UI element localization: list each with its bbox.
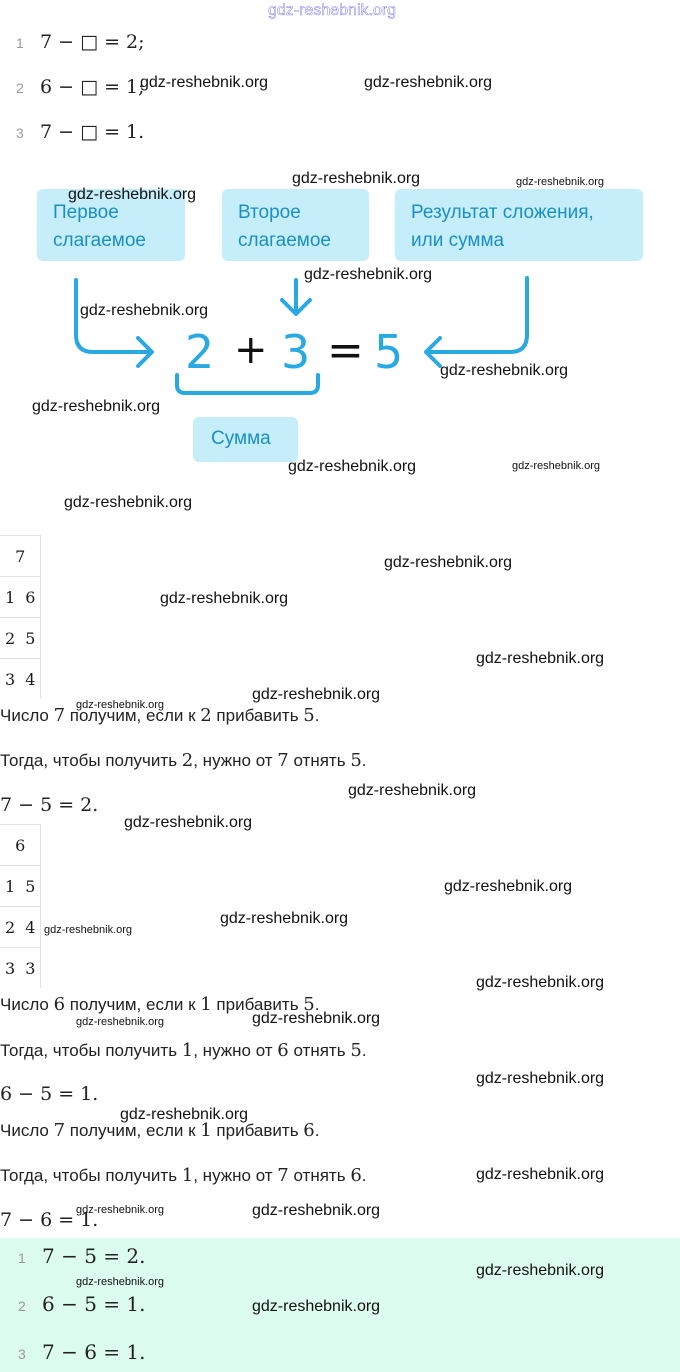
watermark: gdz-reshebnik.org — [68, 186, 197, 203]
equation-plus: + — [234, 327, 268, 373]
task-number: 1 — [16, 35, 24, 51]
task-number: 3 — [16, 125, 24, 141]
equation-second-addend: 3 — [281, 325, 311, 379]
label-first-addend: Первое слагаемое — [37, 189, 185, 261]
solution-result: 7 − 6 = 1. — [0, 1209, 99, 1231]
watermark: gdz-reshebnik.org — [32, 398, 161, 415]
watermark: gdz-reshebnik.org — [80, 302, 209, 319]
watermark: gdz-reshebnik.org — [516, 176, 605, 188]
arrow-sum — [426, 276, 529, 354]
task-expression: 6 − □ = 1; — [40, 76, 145, 98]
explanation-line: Число 7 получим, если к 2 прибавить 5. — [0, 705, 320, 726]
arrowhead-sum — [424, 336, 442, 368]
answer-number: 3 — [18, 1346, 26, 1362]
addition-diagram: Первое слагаемое Второе слагаемое Резуль… — [0, 185, 680, 475]
watermark: gdz-reshebnik.org — [512, 460, 601, 472]
answer-expression: 7 − 6 = 1. — [42, 1340, 146, 1364]
watermark: gdz-reshebnik.org — [476, 1166, 605, 1183]
watermark: gdz-reshebnik.org — [44, 924, 133, 936]
solution-result: 6 − 5 = 1. — [0, 1083, 99, 1105]
watermark: gdz-reshebnik.org — [384, 554, 513, 571]
task-expression: 7 − □ = 2; — [40, 31, 145, 53]
watermark: gdz-reshebnik.org — [476, 650, 605, 667]
table-header: 6 — [0, 824, 42, 866]
label-sum-result: Результат сложения, или сумма — [395, 189, 643, 261]
watermark: gdz-reshebnik.org — [76, 1016, 165, 1028]
watermark: gdz-reshebnik.org — [476, 1262, 605, 1279]
diagram-arrows — [74, 276, 529, 395]
watermark: gdz-reshebnik.org — [440, 362, 569, 379]
watermark: gdz-reshebnik.org — [252, 1298, 381, 1315]
arrowhead-second — [280, 298, 312, 316]
answer-number: 1 — [18, 1250, 26, 1266]
watermark: gdz-reshebnik.org — [64, 494, 193, 511]
watermark: gdz-reshebnik.org — [76, 1204, 165, 1216]
watermark: gdz-reshebnik.org — [140, 74, 269, 91]
watermark: gdz-reshebnik.org — [252, 1202, 381, 1219]
label-second-addend: Второе слагаемое — [222, 189, 369, 261]
answer-expression: 7 − 5 = 2. — [42, 1244, 146, 1268]
watermark: gdz-reshebnik.org — [476, 1070, 605, 1087]
explanation-line: Тогда, чтобы получить 2, нужно от 7 отня… — [0, 750, 367, 771]
table-header: 7 — [0, 535, 42, 577]
answer-block: 1 7 − 5 = 2. 2 6 − 5 = 1. 3 7 − 6 = 1. — [0, 1238, 680, 1372]
equation-equals: = — [327, 325, 364, 376]
watermark: gdz-reshebnik.org — [252, 686, 381, 703]
explanation-line: Тогда, чтобы получить 1, нужно от 6 отня… — [0, 1040, 367, 1061]
watermark: gdz-reshebnik.org — [76, 699, 165, 711]
watermark: gdz-reshebnik.org — [364, 74, 493, 91]
watermark: gdz-reshebnik.org — [304, 266, 433, 283]
watermark: gdz-reshebnik.org — [252, 1010, 381, 1027]
watermark: gdz-reshebnik.org — [476, 974, 605, 991]
watermark: gdz-reshebnik.org — [444, 878, 573, 895]
equation-sum: 5 — [374, 325, 404, 379]
watermark: gdz-reshebnik.org — [76, 1276, 165, 1288]
watermark: gdz-reshebnik.org — [292, 170, 421, 187]
answer-number: 2 — [18, 1298, 26, 1314]
watermark: gdz-reshebnik.org — [220, 910, 349, 927]
arrowhead-first — [136, 336, 154, 368]
label-sum: Сумма — [193, 417, 298, 462]
solution-result: 7 − 5 = 2. — [0, 794, 99, 816]
watermark: gdz-reshebnik.org — [268, 2, 397, 19]
watermark: gdz-reshebnik.org — [120, 1106, 249, 1123]
explanation-line: Тогда, чтобы получить 1, нужно от 7 отня… — [0, 1165, 367, 1186]
arrow-first-addend — [74, 278, 152, 354]
watermark: gdz-reshebnik.org — [288, 458, 417, 475]
explanation-line: Число 6 получим, если к 1 прибавить 5. — [0, 994, 320, 1015]
watermark: gdz-reshebnik.org — [348, 782, 477, 799]
watermark: gdz-reshebnik.org — [124, 814, 253, 831]
task-expression: 7 − □ = 1. — [40, 121, 145, 143]
answer-expression: 6 − 5 = 1. — [42, 1292, 146, 1316]
explanation-line: Число 7 получим, если к 1 прибавить 6. — [0, 1120, 320, 1141]
watermark: gdz-reshebnik.org — [160, 590, 289, 607]
task-number: 2 — [16, 80, 24, 96]
equation-first-addend: 2 — [185, 325, 215, 379]
sum-bracket — [175, 373, 320, 395]
